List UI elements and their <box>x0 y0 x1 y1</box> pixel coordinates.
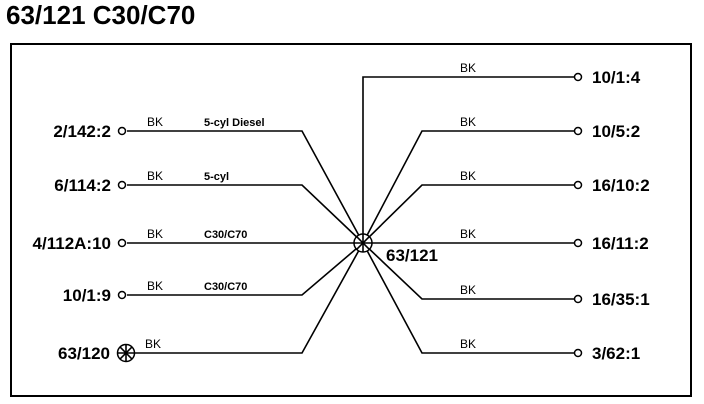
terminal-right-3-label: 16/11:2 <box>592 234 649 253</box>
wire-left-2-color: BK <box>147 227 163 241</box>
terminal-right-0-label: 10/1:4 <box>592 68 641 87</box>
ground-icon-stroke <box>119 346 133 360</box>
wire-left-3-note: C30/C70 <box>204 281 247 293</box>
terminal-left-0-label: 2/142:2 <box>53 122 111 141</box>
terminal-left-1-label: 6/114:2 <box>54 176 111 195</box>
wire-right-4[interactable] <box>362 242 574 300</box>
wire-right-1-color: BK <box>460 115 476 129</box>
wire-left-1[interactable] <box>127 184 364 244</box>
terminal-left-1-icon[interactable] <box>117 180 127 190</box>
wire-left-4-color: BK <box>145 337 161 351</box>
wire-right-2[interactable] <box>362 184 574 244</box>
wire-left-3-color: BK <box>147 279 163 293</box>
terminal-left-3-label: 10/1:9 <box>63 286 111 305</box>
wire-left-0[interactable] <box>127 130 364 244</box>
terminal-left-4-label: 63/120 <box>58 344 110 363</box>
terminal-right-2-label: 16/10:2 <box>592 176 650 195</box>
wire-left-2-note: C30/C70 <box>204 229 247 241</box>
wire-left-3[interactable] <box>127 242 364 296</box>
terminal-left-2-icon[interactable] <box>117 238 127 248</box>
splice-point[interactable]: 63/121 <box>353 233 438 265</box>
wire-right-5-color: BK <box>460 337 476 351</box>
wire-right-1[interactable] <box>362 130 574 244</box>
terminal-right-3-icon[interactable] <box>573 238 583 248</box>
terminal-right-4-label: 16/35:1 <box>592 290 650 309</box>
terminal-right-5-icon[interactable] <box>573 348 583 358</box>
wire-right-0-color: BK <box>460 61 476 75</box>
wire-right-5[interactable] <box>362 242 574 354</box>
terminal-right-2-icon[interactable] <box>573 180 583 190</box>
terminal-right-5-label: 3/62:1 <box>592 344 640 363</box>
wire-left-0-color: BK <box>147 115 163 129</box>
terminal-right-0-icon[interactable] <box>573 72 583 82</box>
terminal-left-0-icon[interactable] <box>117 126 127 136</box>
wire-left-4[interactable] <box>135 242 364 354</box>
terminal-right-1-icon[interactable] <box>573 126 583 136</box>
wire-right-3-color: BK <box>460 227 476 241</box>
diagram-title: 63/121 C30/C70 <box>6 0 195 30</box>
splice-icon-stroke-d2 <box>356 236 370 250</box>
terminal-left-2-label: 4/112A:10 <box>33 234 111 253</box>
wires-layer <box>116 72 583 363</box>
wire-left-1-color: BK <box>147 169 163 183</box>
wire-right-2-color: BK <box>460 169 476 183</box>
terminal-right-4-icon[interactable] <box>573 294 583 304</box>
terminal-right-1-label: 10/5:2 <box>592 122 640 141</box>
diagram-frame <box>10 43 692 397</box>
wire-left-0-note: 5-cyl Diesel <box>204 117 265 129</box>
wire-right-0[interactable] <box>362 76 574 243</box>
splice-label: 63/121 <box>386 246 438 265</box>
terminal-left-3-icon[interactable] <box>117 290 127 300</box>
wire-right-4-color: BK <box>460 283 476 297</box>
wire-left-1-note: 5-cyl <box>204 171 229 183</box>
